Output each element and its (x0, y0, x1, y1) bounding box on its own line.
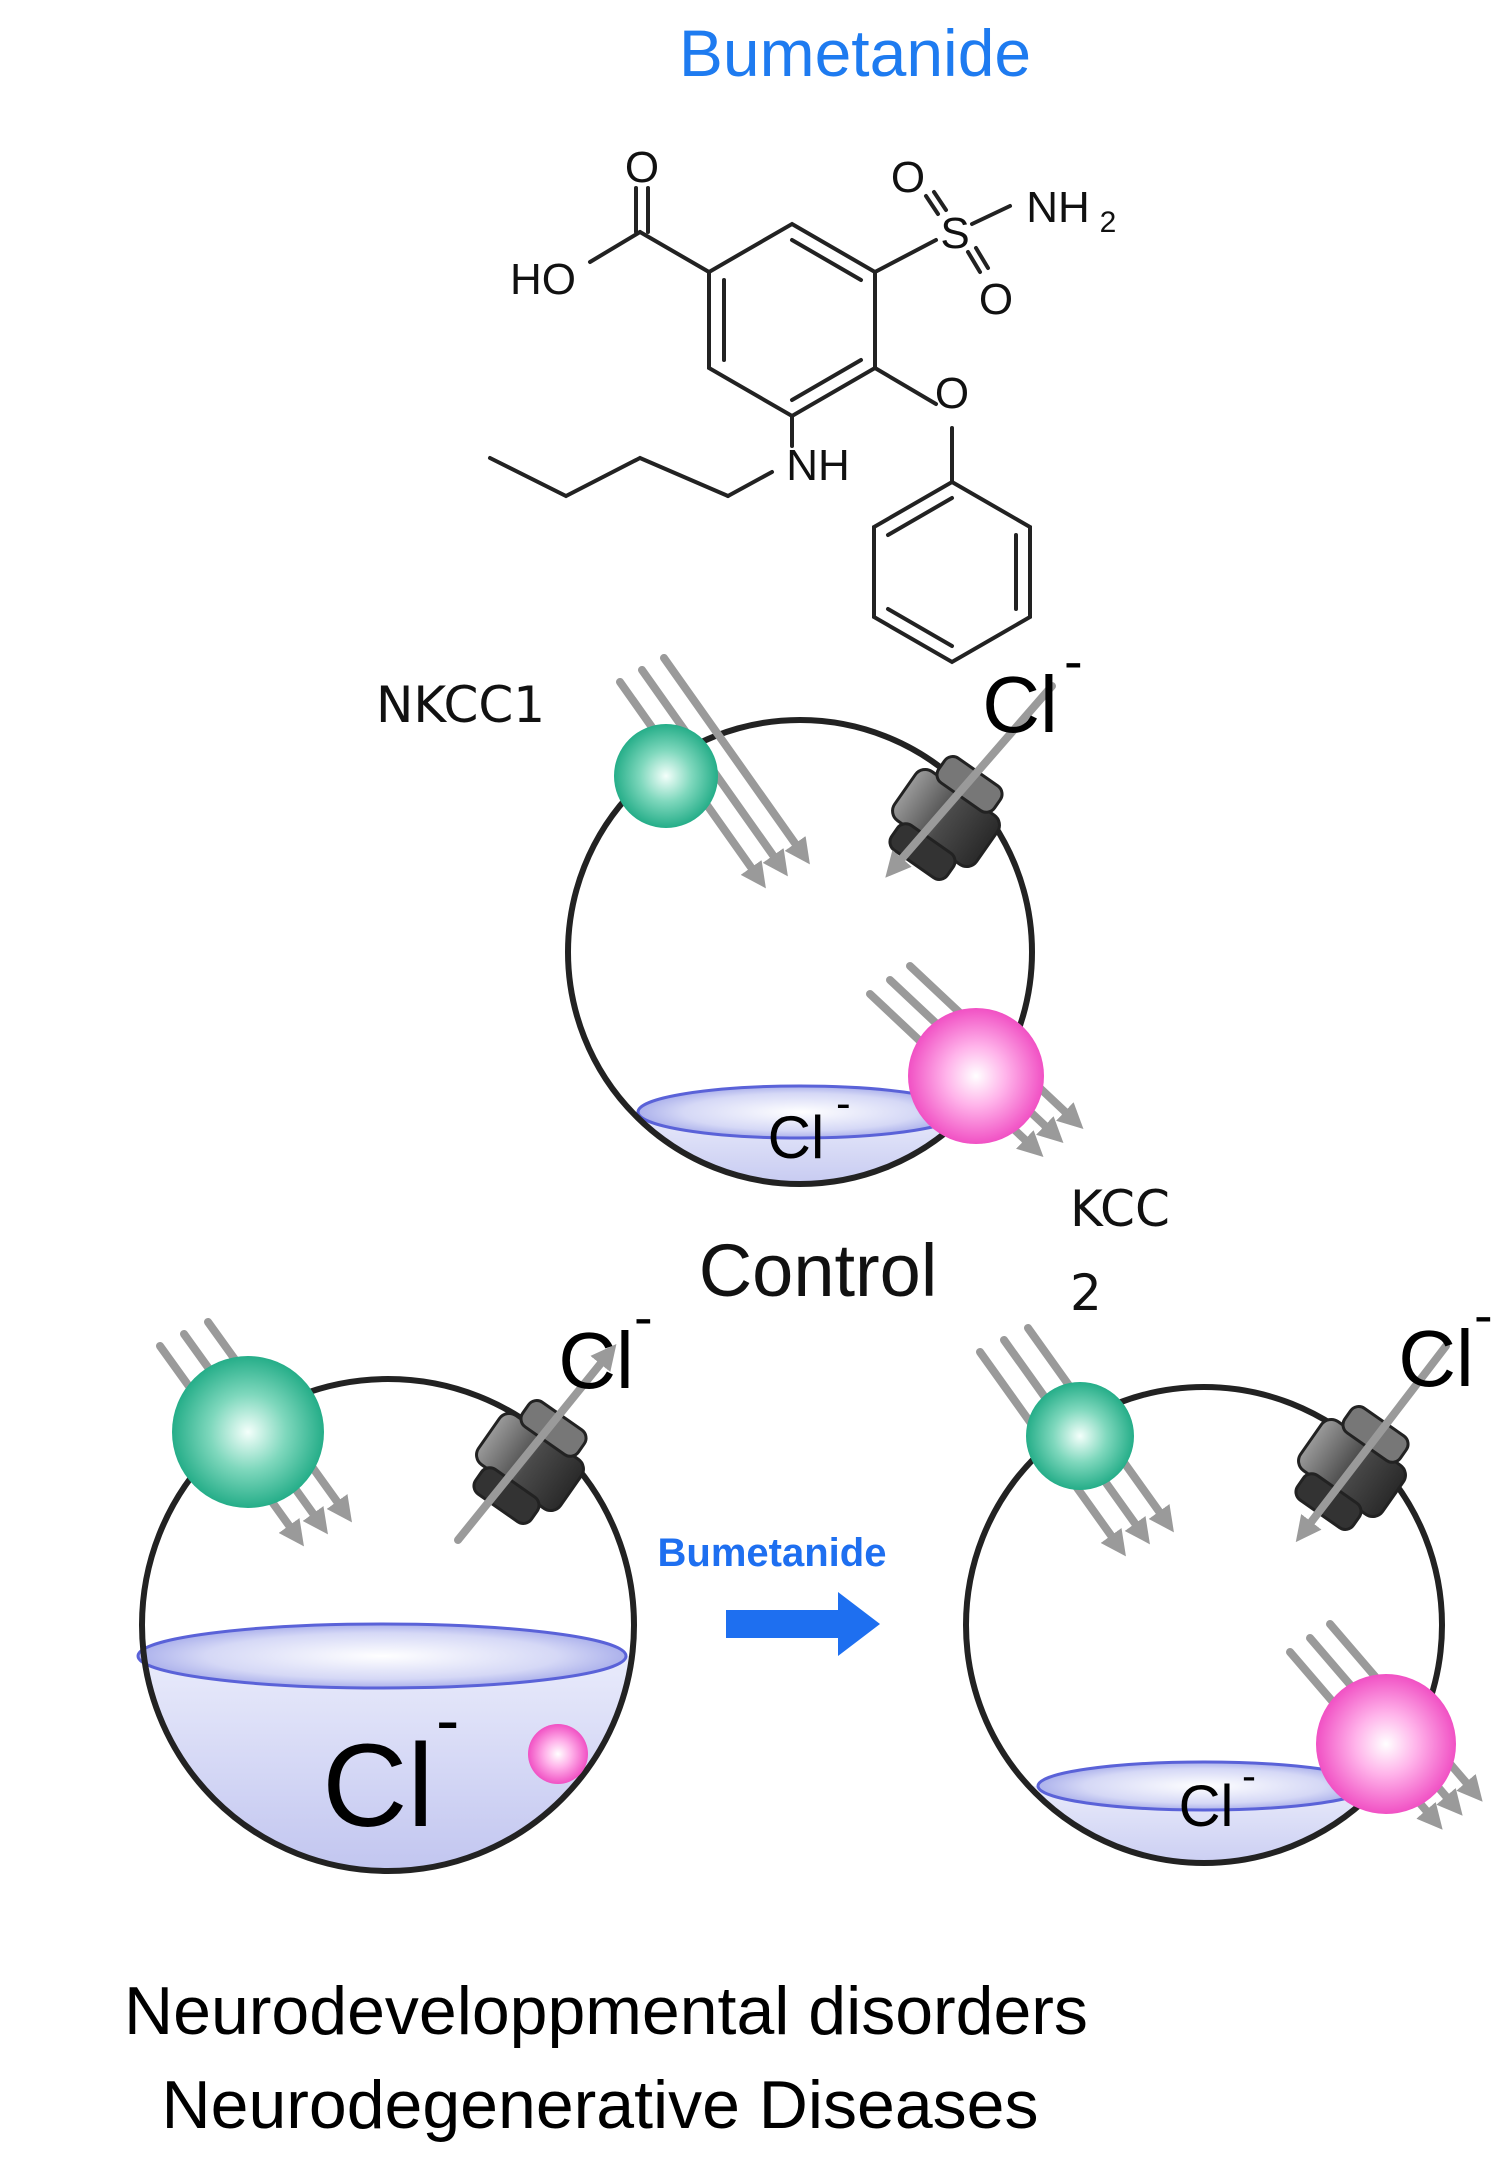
butylamine-nh: NH (786, 441, 850, 490)
sulfonamide-nh: NH (1026, 183, 1090, 232)
disease-chloride-pool-top (136, 1622, 628, 1690)
disease-neuron-membrane (139, 1376, 637, 1874)
disease-intracellular-chloride: Cl (322, 1720, 433, 1852)
bumetanide-treatment-arrow: Bumetanide (658, 1531, 887, 1656)
carbonyl-oxygen: O (625, 143, 659, 192)
sulfonyl-oxygen-bottom: O (979, 275, 1013, 324)
intracellular-chloride-charge: - (836, 1079, 851, 1128)
neuron-membrane (565, 717, 1035, 1187)
disease-kcc2-transporter (528, 1724, 588, 1784)
ether-oxygen: O (935, 369, 969, 418)
sulfur-atom: S (940, 209, 969, 258)
title: Bumetanide (679, 16, 1031, 90)
treatment-label: Bumetanide (658, 1531, 887, 1575)
sulfonamide-subscript: 2 (1100, 206, 1117, 239)
treated-cell: Cl - Cl - (963, 1283, 1493, 1866)
disease-extracellular-chloride-charge: - (634, 1285, 653, 1348)
intracellular-chloride: Cl (768, 1104, 825, 1171)
bumetanide-structure: O HO S O O NH 2 O NH (488, 143, 1117, 665)
disease-extracellular-chloride: Cl (558, 1316, 634, 1405)
treated-intracellular-chloride: Cl (1179, 1774, 1234, 1839)
disease-intracellular-chloride-charge: - (436, 1681, 459, 1759)
blue-arrow-icon (726, 1592, 880, 1656)
treated-intracellular-chloride-charge: - (1242, 1752, 1256, 1799)
kcc2-transporter (908, 1008, 1044, 1144)
treated-extracellular-chloride-charge: - (1474, 1283, 1493, 1346)
extracellular-chloride-charge: - (1064, 629, 1083, 692)
treated-nkcc1-transporter (1026, 1382, 1134, 1490)
treated-kcc2-transporter (1316, 1674, 1456, 1814)
nkcc1-label: NKCC1 (376, 676, 545, 734)
control-cell: Cl - Cl - NKCC1 KCC 2 (376, 629, 1170, 1322)
disease-nkcc1-transporter (172, 1356, 324, 1508)
treated-neuron-membrane (963, 1384, 1445, 1866)
disease-cell: Cl - Cl - (136, 1285, 653, 1874)
nkcc1-transporter (614, 724, 718, 828)
treated-extracellular-chloride: Cl (1398, 1314, 1474, 1403)
sulfonyl-oxygen-top: O (891, 153, 925, 202)
hydroxyl-group: HO (510, 255, 576, 304)
control-label: Control (699, 1229, 938, 1312)
kcc2-label-line1: KCC (1070, 1180, 1170, 1238)
extracellular-chloride: Cl (982, 660, 1058, 749)
footer-line-2: Neurodegenerative Diseases (162, 2067, 1039, 2143)
footer-line-1: Neurodeveloppmental disorders (124, 1973, 1088, 2049)
kcc2-label-line2: 2 (1070, 1264, 1102, 1322)
